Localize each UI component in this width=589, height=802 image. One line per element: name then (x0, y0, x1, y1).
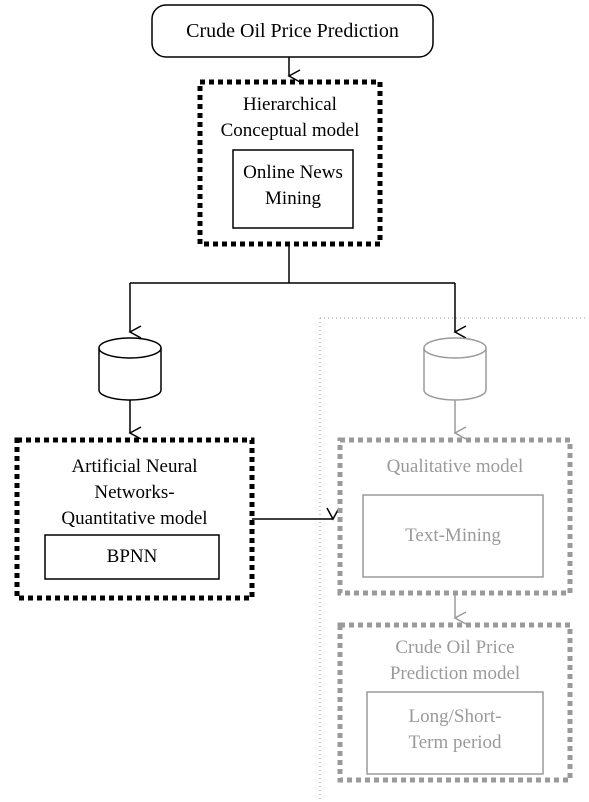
bpnn-node: BPNN (45, 535, 219, 579)
long-short-line2: Term period (408, 732, 502, 753)
prediction-title-line1: Crude Oil Price (395, 637, 515, 658)
long-short-term-box (366, 691, 544, 775)
online-news-line1: Online News (243, 162, 343, 183)
long-short-line1: Long/Short- (408, 706, 502, 727)
qualitative-title: Qualitative model (386, 456, 524, 477)
hierarchical-model: Hierarchical Conceptual model (200, 82, 380, 244)
ann-quantitative-model: Artificial Neural Networks- Quantitative… (17, 440, 252, 598)
bpnn-box (44, 534, 220, 580)
hierarchical-frame (197, 79, 383, 247)
text-mining-label: Text-Mining (405, 525, 501, 546)
hierarchical-title-line2: Conceptual model (220, 120, 360, 141)
online-news-mining: Online News Mining (233, 150, 353, 228)
prediction-title-line2: Prediction model (389, 663, 521, 684)
text-mining-node: Text-Mining (363, 495, 543, 577)
ann-frame (14, 437, 255, 601)
right-database-icon (423, 337, 487, 401)
text-mining-box (362, 494, 544, 578)
start-node-shape (151, 4, 434, 58)
start-node-label: Crude Oil Price Prediction (186, 20, 399, 42)
ann-title-line3: Quantitative model (61, 508, 208, 529)
long-short-term-node: Long/Short- Term period (367, 692, 543, 774)
prediction-frame (337, 622, 573, 783)
hierarchical-title-line1: Hierarchical (243, 94, 337, 115)
online-news-box (232, 149, 354, 229)
ann-title-line1: Artificial Neural (71, 456, 198, 477)
ann-title-line2: Networks- (94, 482, 175, 503)
online-news-line2: Mining (265, 188, 321, 209)
left-database-icon (98, 337, 162, 401)
bpnn-label: BPNN (106, 546, 158, 567)
qualitative-model: Qualitative model (340, 440, 570, 593)
start-node: Crude Oil Price Prediction (152, 5, 433, 57)
prediction-model: Crude Oil Price Prediction model (340, 625, 570, 780)
